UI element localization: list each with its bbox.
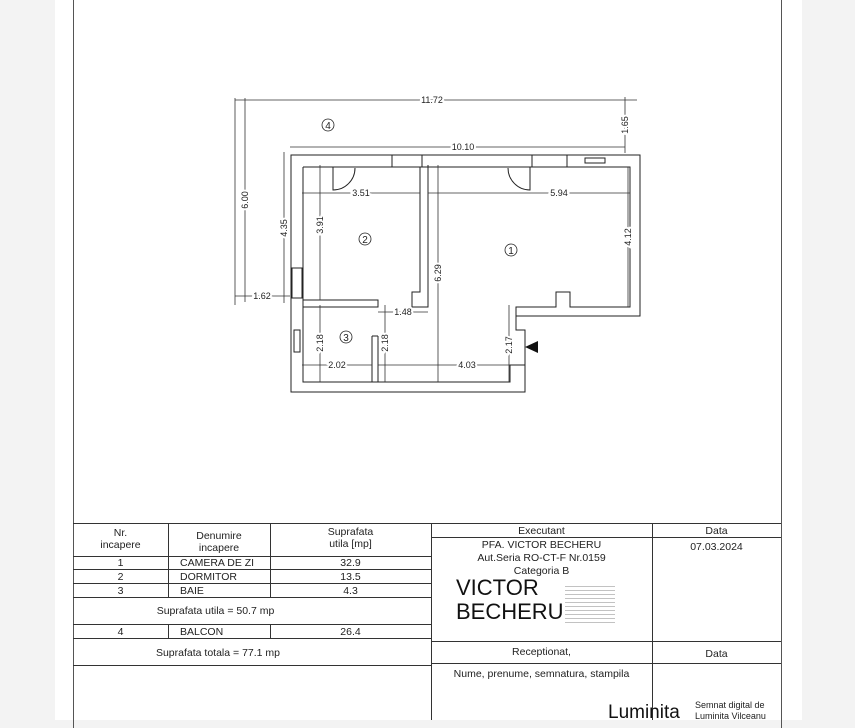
outer-wall	[290, 154, 641, 393]
dimension-label: 2.02	[328, 360, 346, 370]
row-name: BALCON	[180, 626, 224, 638]
dimension-label: 4.03	[458, 360, 476, 370]
dimension-label: 3.51	[352, 188, 370, 198]
table-rule	[73, 638, 431, 639]
digital-signature: Luminita	[608, 702, 680, 723]
table-rule	[168, 624, 169, 638]
dimension-label: 1.62	[253, 291, 271, 301]
dimension-label: 10.10	[452, 142, 475, 152]
table-rule	[73, 583, 431, 584]
table-rule	[270, 624, 271, 638]
row-nr: 4	[117, 626, 124, 638]
receptionat-fields: Nume, prenume, semnatura, stampila	[453, 668, 630, 680]
table-rule	[431, 537, 781, 538]
dimension-label: 6.29	[433, 264, 443, 282]
executant-name: PFA. VICTOR BECHERU	[481, 539, 602, 551]
header-text: incapere	[100, 539, 141, 551]
executant-date: 07.03.2024	[690, 541, 743, 553]
table-rule	[431, 663, 781, 664]
row-name: CAMERA DE ZI	[180, 557, 255, 569]
executant-header: Executant	[518, 525, 565, 537]
dimension-label: 4.35	[279, 219, 289, 237]
table-rule	[431, 523, 432, 720]
sheet-frame	[73, 0, 782, 728]
window	[293, 329, 301, 353]
header-text: utila [mp]	[329, 538, 372, 550]
table-rule	[73, 624, 431, 625]
digital-signature: VICTOR	[456, 575, 539, 600]
inner-wall-outline	[302, 166, 631, 383]
door-swing	[507, 167, 531, 191]
floor-plan: 11.72 10.10 1.65 6.00 4.35 1.62 3.51 5.9…	[234, 93, 641, 393]
signature-fine-print	[565, 583, 615, 623]
window	[291, 267, 303, 299]
date-header: Data	[705, 525, 728, 537]
digital-signature: BECHERU	[456, 599, 564, 624]
table-rule	[270, 523, 271, 597]
row-area: 26.4	[340, 626, 361, 638]
room-marker-label: 1	[508, 246, 514, 257]
row-area: 4.3	[343, 585, 358, 597]
header-text: Nr.	[113, 527, 128, 539]
table-rule	[73, 523, 781, 524]
dimension-label: 2.17	[504, 336, 514, 354]
room-marker-label: 4	[325, 121, 331, 132]
dimension-label: 6.00	[240, 191, 250, 209]
receptionat-date-header: Data	[705, 648, 728, 660]
total: Suprafata totala = 77.1 mp	[155, 647, 281, 659]
partition-wall	[371, 335, 379, 383]
executant-category: Categoria B	[513, 565, 570, 577]
dimension-label: 11.72	[421, 95, 443, 105]
header-text: Denumire	[196, 530, 242, 542]
header-text: incapere	[198, 542, 240, 554]
row-nr: 2	[117, 571, 124, 583]
dimension-label: 2.18	[315, 334, 325, 352]
room-marker	[358, 232, 372, 246]
window	[584, 157, 606, 164]
table-rule	[73, 569, 431, 570]
receptionat-header: Receptionat,	[512, 646, 571, 658]
dimension-label: 3.91	[315, 216, 325, 234]
room-marker	[504, 243, 518, 257]
executant-authorization: Aut.Seria RO-CT-F Nr.0159	[477, 552, 606, 564]
room-marker	[321, 118, 335, 132]
dimension-label: 1.48	[394, 307, 412, 317]
room-marker-label: 2	[362, 235, 368, 246]
row-name: BAIE	[180, 585, 204, 597]
table-rule	[73, 665, 431, 666]
signature-note-line: Semnat digital de	[695, 700, 765, 710]
row-area: 32.9	[340, 557, 361, 569]
table-rule	[168, 523, 169, 597]
entrance-arrow-icon	[525, 341, 538, 353]
table-rule	[652, 523, 653, 720]
table-rule	[73, 597, 431, 598]
row-area: 13.5	[340, 571, 361, 583]
table-rule	[73, 556, 431, 557]
window	[531, 154, 568, 168]
room-marker	[339, 330, 353, 344]
header-text: Suprafata	[327, 526, 374, 538]
dimension-label: 2.18	[380, 334, 390, 352]
room-marker-label: 3	[343, 333, 349, 344]
dimension-label: 4.12	[623, 228, 633, 246]
signature-note-line: Luminita Vilceanu	[695, 711, 766, 721]
partition-wall	[411, 165, 429, 308]
dimension-label: 1.65	[620, 116, 630, 134]
partition-wall	[303, 299, 379, 308]
window	[391, 154, 423, 168]
dimension-label: 5.94	[550, 188, 568, 198]
header-nr: Nr.incapere	[73, 527, 168, 551]
table-rule	[431, 641, 781, 642]
subtotal: Suprafata utila = 50.7 mp	[156, 605, 275, 617]
document-sheet	[55, 0, 802, 720]
door-swing	[332, 167, 356, 191]
row-nr: 1	[117, 557, 124, 569]
row-name: DORMITOR	[180, 571, 237, 583]
row-nr: 3	[117, 585, 124, 597]
